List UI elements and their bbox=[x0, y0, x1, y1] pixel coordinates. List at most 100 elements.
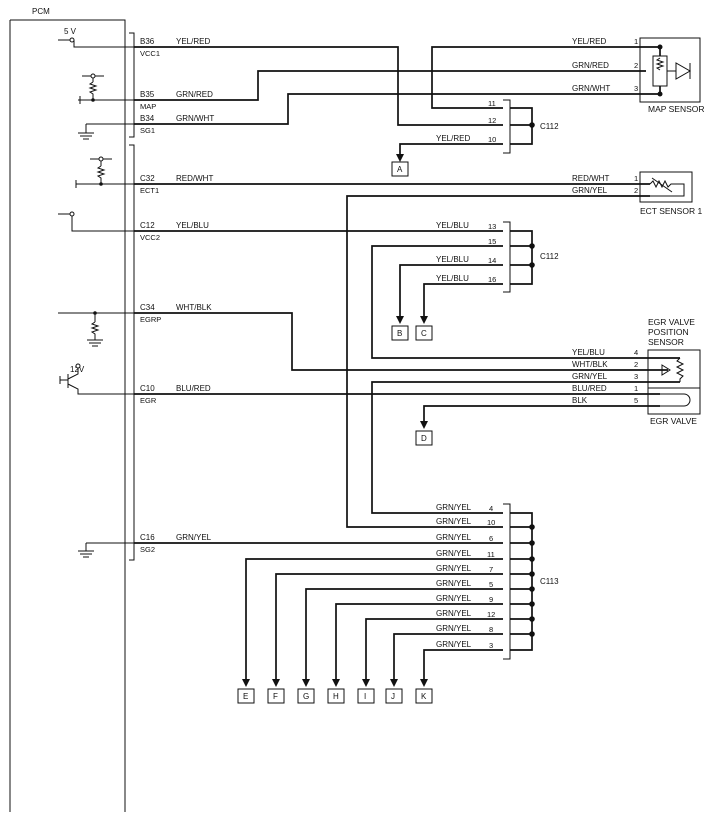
svg-text:J: J bbox=[391, 692, 395, 701]
wire-ect-pin2-grn-yel bbox=[346, 195, 630, 528]
wire-c34-wht-blk bbox=[134, 312, 630, 371]
svg-text:E: E bbox=[243, 692, 248, 701]
wire-label-map-1: YEL/RED bbox=[572, 37, 606, 46]
ect-pin-2: 2 bbox=[634, 186, 638, 195]
wire-label-egr-5: BLK bbox=[572, 396, 588, 405]
ref-box-h: H bbox=[327, 688, 345, 704]
wire-arrowheads bbox=[242, 154, 428, 687]
pcm-terminal-sg2: SG2 bbox=[140, 545, 155, 554]
egr-pin-1: 1 bbox=[634, 384, 638, 393]
pcm-internal-circuits: 5 V 12V bbox=[58, 27, 134, 558]
svg-text:F: F bbox=[273, 692, 278, 701]
wire-map-pin3-grn-wht bbox=[134, 93, 630, 125]
c113-pin-6: 6 bbox=[489, 534, 493, 543]
wire-c113-pin12-to-i bbox=[365, 618, 503, 682]
c113-pin-12: 12 bbox=[487, 610, 495, 619]
wire-map-pin1-yel-red bbox=[431, 46, 630, 109]
pcm-box-outline bbox=[9, 19, 126, 812]
c113-pin-10: 10 bbox=[487, 518, 495, 527]
pcm-terminal-c12: C12 bbox=[140, 221, 155, 230]
egr-pin-3: 3 bbox=[634, 372, 638, 381]
c112-mid-pin-13: 13 bbox=[488, 222, 496, 231]
wires bbox=[134, 46, 630, 682]
pcm-terminal-map: MAP bbox=[140, 102, 156, 111]
wire-label-egr-2: WHT/BLK bbox=[572, 360, 608, 369]
wire-egr-pin3-grn-yel bbox=[371, 381, 630, 514]
supply-5v-label: 5 V bbox=[64, 27, 77, 36]
egr-pin-2: 2 bbox=[634, 360, 638, 369]
c112-mid-pin-15: 15 bbox=[488, 237, 496, 246]
wire-labels: YEL/RED GRN/RED GRN/WHT RED/WHT YEL/BLU … bbox=[176, 37, 610, 649]
wire-c112-pin15-yel-blu bbox=[371, 245, 630, 359]
pcm-terminal-egrp: EGRP bbox=[140, 315, 161, 324]
wire-c112-pin16-to-c bbox=[423, 283, 503, 320]
wire-c112-pin14-to-b bbox=[399, 264, 503, 320]
c113-pin-9: 9 bbox=[489, 595, 493, 604]
svg-text:A: A bbox=[397, 165, 403, 174]
c113-pin-8: 8 bbox=[489, 625, 493, 634]
wire-label-c34: WHT/BLK bbox=[176, 303, 212, 312]
map-sensor-label: MAP SENSOR bbox=[648, 104, 705, 114]
wire-label-ect-2: GRN/YEL bbox=[572, 186, 608, 195]
pcm-terminal-egr: EGR bbox=[140, 396, 157, 405]
wire-b36-yel-red bbox=[134, 46, 503, 126]
svg-text:C: C bbox=[421, 329, 427, 338]
pcm-terminal-b34: B34 bbox=[140, 114, 155, 123]
svg-text:K: K bbox=[421, 692, 427, 701]
map-pin-1: 1 bbox=[634, 37, 638, 46]
wire-c113-pin7-to-f bbox=[275, 573, 503, 682]
map-pin-2: 2 bbox=[634, 61, 638, 70]
wire-label-b36: YEL/RED bbox=[176, 37, 210, 46]
svg-text:G: G bbox=[303, 692, 309, 701]
c113-label: C113 bbox=[540, 577, 559, 586]
pcm-unit: PCM bbox=[9, 7, 135, 812]
wire-label-c113-3: GRN/YEL bbox=[436, 640, 472, 649]
pcm-connector-bracket-b bbox=[129, 32, 135, 138]
c112-top-label: C112 bbox=[540, 122, 559, 131]
c112-mid-label: C112 bbox=[540, 252, 559, 261]
pcm-terminal-vcc2: VCC2 bbox=[140, 233, 160, 242]
c113-pin-3: 3 bbox=[489, 641, 493, 650]
ect-sensor: 1 2 ECT SENSOR 1 bbox=[630, 171, 702, 216]
ref-box-g: G bbox=[297, 688, 315, 704]
ect-sensor-label: ECT SENSOR 1 bbox=[640, 206, 702, 216]
pcm-terminal-ect1: ECT1 bbox=[140, 186, 159, 195]
reference-boxes: A B C D E F G H bbox=[237, 161, 433, 704]
svg-text:I: I bbox=[364, 692, 366, 701]
pcm-connector-bracket-c bbox=[129, 144, 135, 561]
wire-label-egr-3: GRN/YEL bbox=[572, 372, 608, 381]
egr-valve-label: EGR VALVE bbox=[650, 416, 697, 426]
svg-text:H: H bbox=[333, 692, 339, 701]
c112-top-pin-11: 11 bbox=[488, 99, 496, 108]
ref-box-f: F bbox=[267, 688, 285, 704]
wire-label-c113-10: GRN/YEL bbox=[436, 517, 472, 526]
pcm-terminal-c10: C10 bbox=[140, 384, 155, 393]
wire-label-b34: GRN/WHT bbox=[176, 114, 214, 123]
pcm-terminal-c34: C34 bbox=[140, 303, 155, 312]
map-sensor: 1 2 3 MAP SENSOR bbox=[630, 37, 705, 114]
c113-pin-4: 4 bbox=[489, 504, 493, 513]
wire-label-c113-8: GRN/YEL bbox=[436, 624, 472, 633]
wire-label-c113-7: GRN/YEL bbox=[436, 564, 472, 573]
pcm-terminal-vcc1: VCC1 bbox=[140, 49, 160, 58]
wire-label-c113-11: GRN/YEL bbox=[436, 549, 472, 558]
c113-pin-5: 5 bbox=[489, 580, 493, 589]
pcm-terminal-c16: C16 bbox=[140, 533, 155, 542]
c112-top-pin-10: 10 bbox=[488, 135, 496, 144]
wire-label-ect-1: RED/WHT bbox=[572, 174, 609, 183]
ref-box-b: B bbox=[391, 325, 409, 341]
wire-c112-pin10-to-a bbox=[399, 143, 503, 158]
c113-pin-11: 11 bbox=[487, 550, 495, 559]
ref-box-e: E bbox=[237, 688, 255, 704]
wire-label-egr-4: YEL/BLU bbox=[572, 348, 605, 357]
c112-mid-pin-14: 14 bbox=[488, 256, 496, 265]
egr-valve-assembly: EGR VALVE POSITION SENSOR 4 2 3 1 5 EGR … bbox=[630, 317, 701, 426]
ect-pin-1: 1 bbox=[634, 174, 638, 183]
pcm-label: PCM bbox=[32, 7, 50, 16]
wire-label-c32: RED/WHT bbox=[176, 174, 213, 183]
wire-label-egr-1: BLU/RED bbox=[572, 384, 607, 393]
pcm-terminal-c32: C32 bbox=[140, 174, 155, 183]
wire-label-c112-16: YEL/BLU bbox=[436, 274, 469, 283]
wire-c113-pin11-to-e bbox=[245, 558, 503, 682]
wire-label-b35: GRN/RED bbox=[176, 90, 213, 99]
